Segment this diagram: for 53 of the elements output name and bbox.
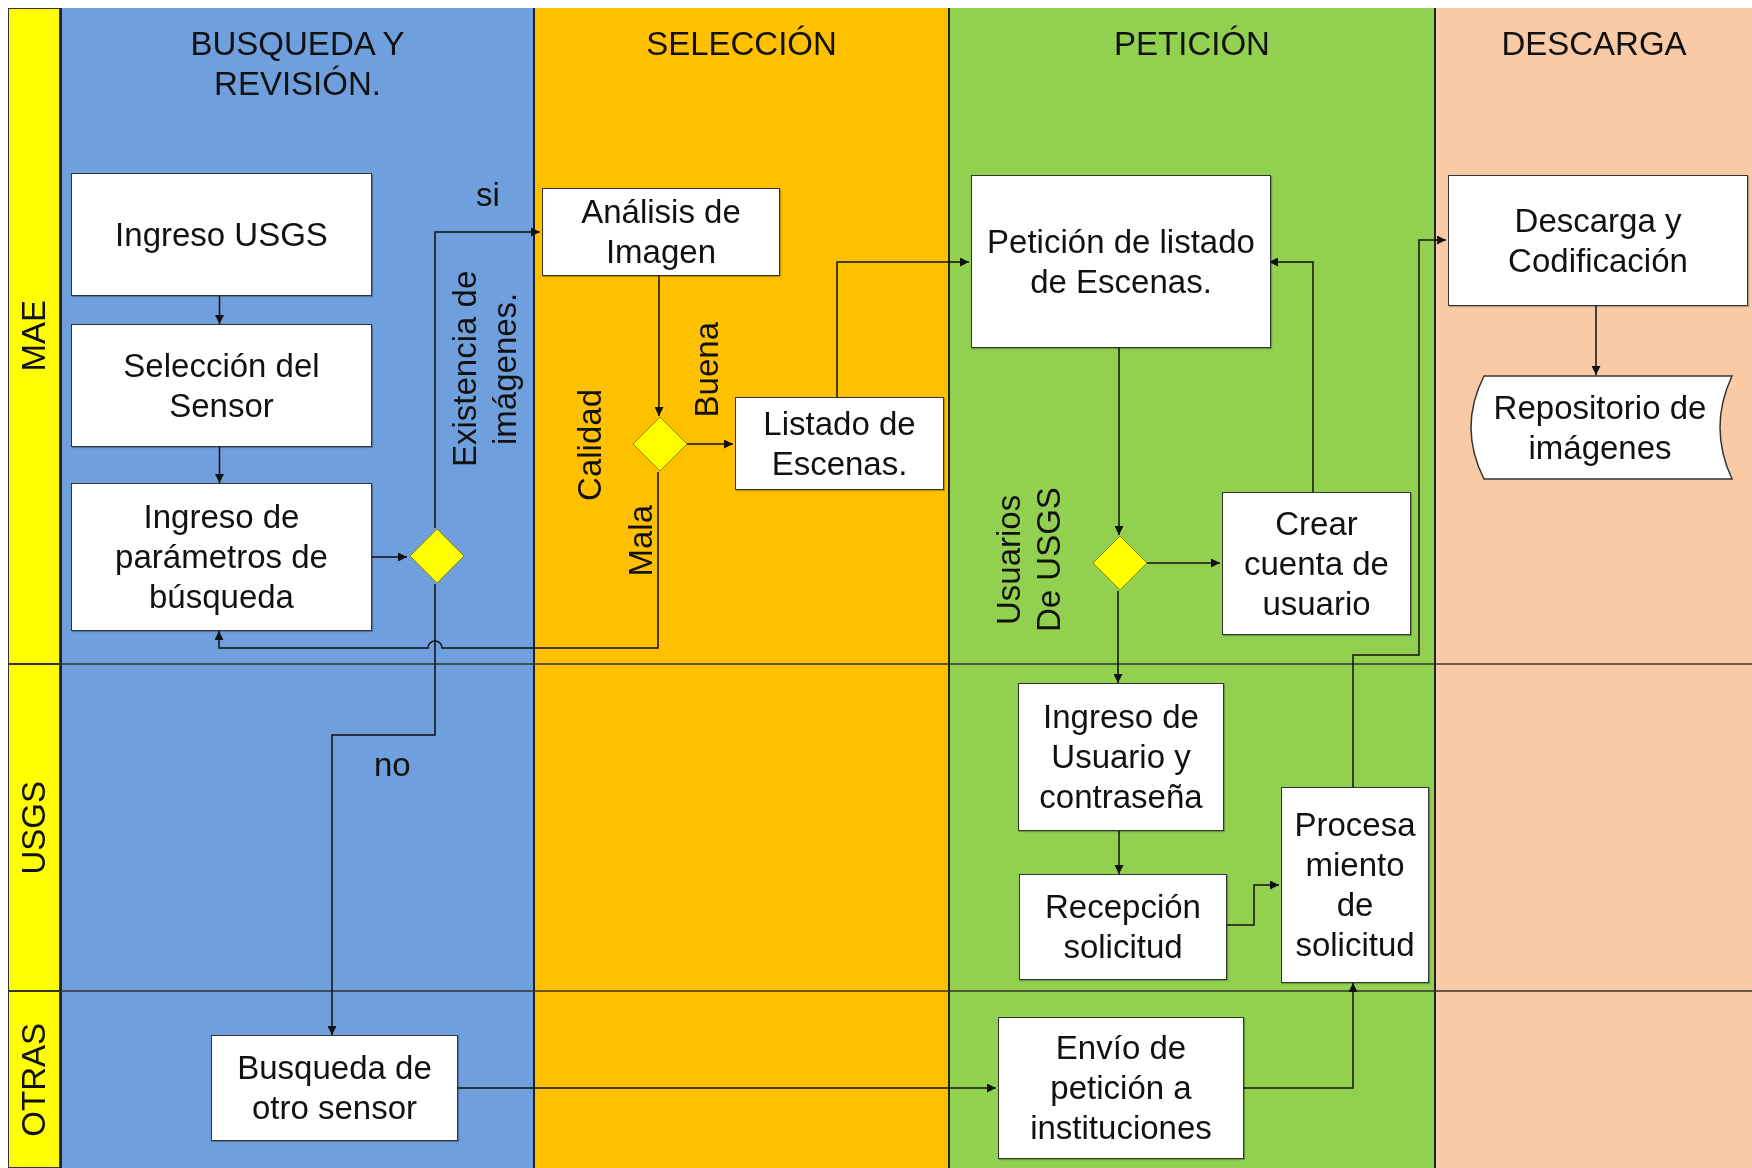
column-header: DESCARGA	[1500, 24, 1688, 64]
lane-header: OTRAS	[8, 991, 60, 1168]
column-header: PETICIÓN	[1113, 24, 1271, 64]
connector-arrow	[455, 1083, 997, 1093]
decision-label: Usuarios De USGS	[989, 486, 1068, 635]
process-box: Recepción solicitud	[1019, 874, 1227, 980]
edge-label: Buena	[688, 322, 726, 418]
lane-header: MAE	[8, 8, 60, 664]
connector-arrow	[1224, 880, 1280, 926]
connector-arrow	[1113, 590, 1123, 684]
process-box: Crear cuenta de usuario	[1222, 492, 1411, 635]
process-box: Análisis de Imagen	[542, 188, 780, 276]
connector-arrow	[1241, 982, 1358, 1089]
connector-arrow	[1591, 305, 1601, 376]
connector-arrow	[327, 583, 436, 1036]
decision-label: Existencia de imágenes.	[445, 269, 524, 470]
decision-diamond	[632, 416, 688, 472]
connector-arrow	[1114, 830, 1124, 875]
swimlane-column	[60, 8, 533, 1168]
decision-label: Calidad	[570, 389, 609, 501]
swimlane-column	[948, 8, 1434, 1168]
process-box: Listado de Escenas.	[735, 397, 944, 490]
process-box: Ingreso de Usuario y contraseña	[1018, 683, 1224, 831]
column-header: BUSQUEDA Y REVISIÓN.	[189, 24, 406, 104]
swimlane-column	[533, 8, 948, 1168]
connector-arrow	[369, 552, 408, 562]
edge-label: Mala	[622, 505, 660, 577]
connector-arrow	[654, 275, 664, 417]
process-box: Ingreso de parámetros de búsqueda	[71, 483, 372, 631]
process-box: Procesa miento de solicitud	[1281, 787, 1429, 983]
connector-arrow	[1268, 257, 1314, 493]
connector-arrow	[434, 227, 541, 529]
lane-header: USGS	[8, 664, 60, 991]
edge-label: no	[374, 746, 411, 784]
connector-arrow	[215, 295, 224, 325]
process-box: Envío de petición a instituciones	[998, 1017, 1244, 1159]
process-box: Ingreso USGS	[71, 173, 372, 296]
process-box: Descarga y Codificación	[1448, 175, 1748, 306]
decision-diamond	[1092, 535, 1148, 591]
connector-arrow	[1114, 347, 1124, 536]
connector-arrow	[214, 471, 659, 649]
process-box: Selección del Sensor	[71, 324, 372, 447]
connector-arrow	[215, 446, 224, 484]
process-box: Busqueda de otro sensor	[211, 1035, 458, 1141]
column-header: SELECCIÓN	[645, 24, 838, 64]
connector-arrow	[836, 257, 970, 398]
decision-diamond	[409, 528, 465, 584]
connector-arrow	[685, 439, 734, 449]
swimlane-column	[1434, 8, 1752, 1168]
connector-arrow	[1352, 235, 1447, 788]
connector-arrow	[1145, 558, 1221, 568]
edge-label: si	[476, 176, 500, 214]
process-box: Petición de listado de Escenas.	[971, 175, 1271, 348]
